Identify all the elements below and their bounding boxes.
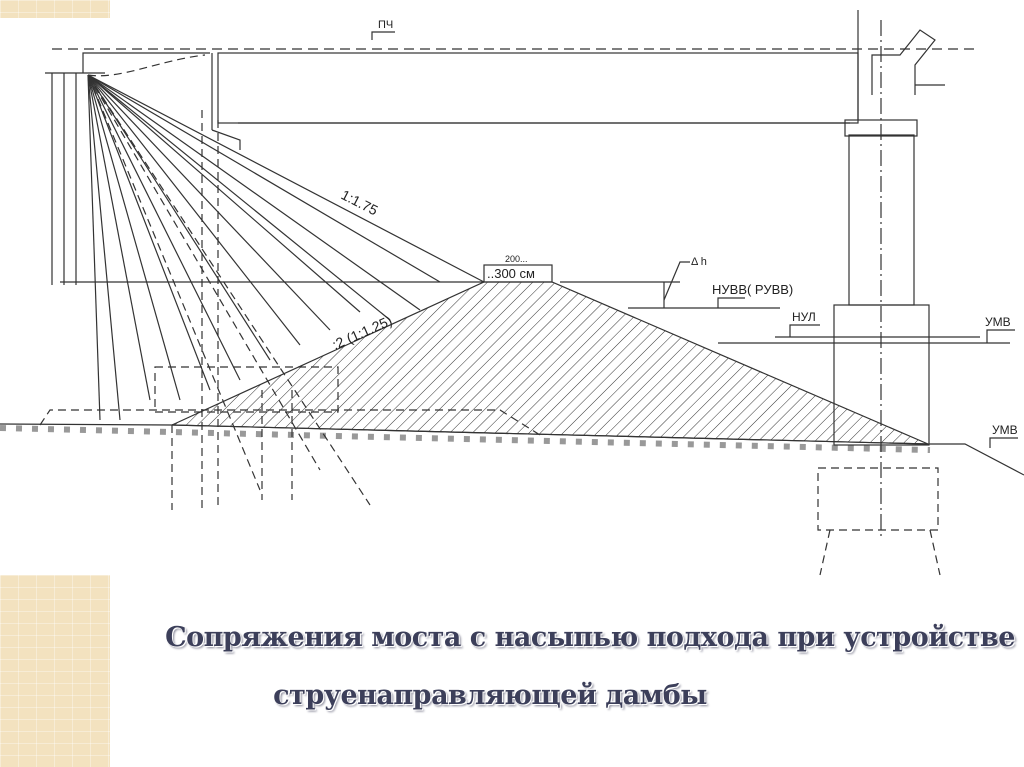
- slope-fan-lines: [87, 74, 485, 506]
- label-umv-2: УМВ: [992, 423, 1018, 437]
- slide-title-line-2: струенаправляющей дамбы: [273, 680, 707, 711]
- decorative-texture-top: [0, 0, 110, 18]
- label-nuvv: НУВВ( РУВВ): [712, 282, 793, 297]
- label-pch: ПЧ: [378, 19, 393, 31]
- label-delta-h: Δ h: [691, 256, 707, 268]
- ground-line: [0, 423, 1024, 476]
- pier-foundation: [817, 467, 939, 531]
- embankment-dam: [171, 281, 929, 445]
- label-slope-1-1.75: 1:1.75: [339, 186, 381, 218]
- span-left: [82, 52, 210, 73]
- slide-title-line-1: Сопряжения моста с насыпью подхода при у…: [165, 622, 1015, 653]
- label-width-top: 200...: [505, 254, 528, 264]
- decorative-texture-bottom: [0, 575, 110, 767]
- label-width-bottom: ..300 см: [487, 266, 535, 281]
- label-umv-1: УМВ: [985, 315, 1011, 329]
- label-nul: НУЛ: [792, 310, 816, 324]
- bridge-span: [217, 52, 859, 124]
